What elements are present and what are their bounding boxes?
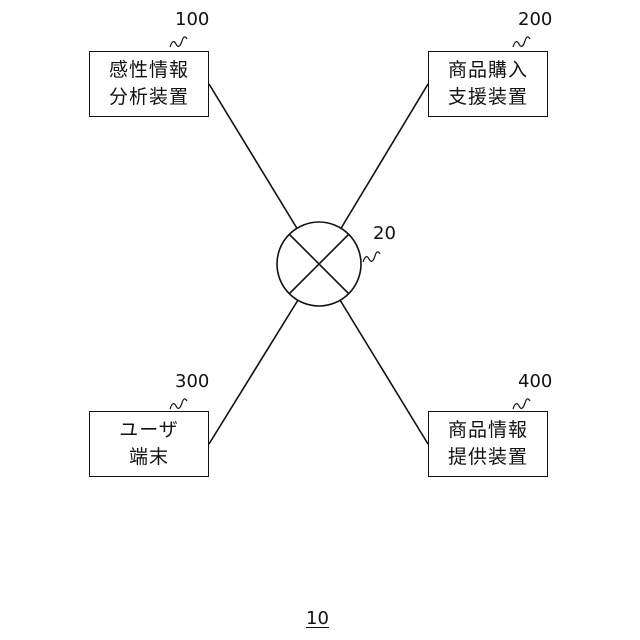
ref-400: 400 (518, 372, 552, 392)
ref-300: 300 (175, 372, 209, 392)
box-label-line1: 感性情報 (109, 57, 189, 84)
box-label-line2: 提供装置 (448, 444, 528, 471)
leader-400 (513, 399, 530, 409)
box-emotion-analysis: 感性情報 分析装置 (89, 51, 209, 117)
ref-network: 20 (373, 224, 396, 244)
link-100 (209, 84, 298, 230)
link-300 (209, 300, 298, 444)
network-node (277, 222, 361, 306)
box-label-line2: 端末 (129, 444, 169, 471)
box-label-line2: 支援装置 (448, 84, 528, 111)
box-label-line1: 商品情報 (448, 417, 528, 444)
box-label-line1: ユーザ (119, 417, 179, 444)
figure-ref: 10 (306, 608, 329, 629)
box-product-info: 商品情報 提供装置 (428, 411, 548, 477)
link-400 (340, 300, 428, 444)
leader-300 (170, 399, 187, 409)
box-label-line2: 分析装置 (109, 84, 189, 111)
ref-100: 100 (175, 10, 209, 30)
leader-20 (363, 252, 380, 262)
leader-200 (513, 37, 530, 47)
link-200 (340, 84, 428, 230)
box-purchase-support: 商品購入 支援装置 (428, 51, 548, 117)
box-user-terminal: ユーザ 端末 (89, 411, 209, 477)
leader-100 (170, 37, 187, 47)
ref-200: 200 (518, 10, 552, 30)
box-label-line1: 商品購入 (448, 57, 528, 84)
